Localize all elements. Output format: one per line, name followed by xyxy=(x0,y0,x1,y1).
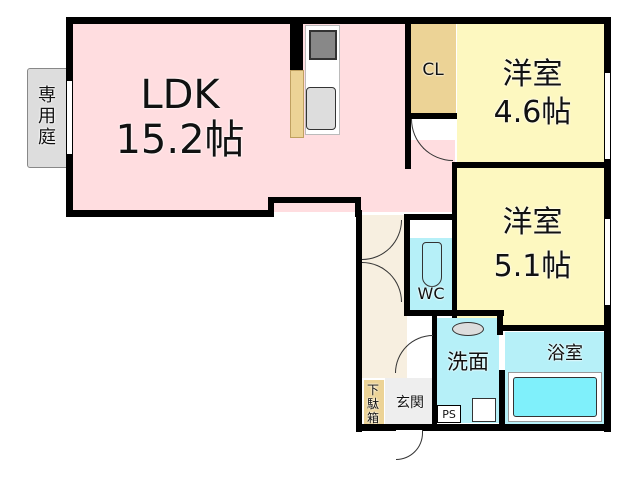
western-room-2-name: 洋室 xyxy=(502,205,563,240)
wall xyxy=(290,24,303,70)
wall xyxy=(268,197,274,217)
western-room-1-name: 洋室 xyxy=(502,57,563,92)
wall xyxy=(497,310,503,335)
window xyxy=(604,72,611,160)
private-garden xyxy=(27,68,69,168)
pipe-space xyxy=(437,405,461,423)
wall xyxy=(356,424,611,431)
window xyxy=(604,218,611,306)
garden-label: 専用庭 xyxy=(38,85,56,148)
bathroom-label: 浴室 xyxy=(547,343,583,364)
toilet-icon xyxy=(422,242,442,287)
wall xyxy=(432,310,437,430)
wall xyxy=(499,370,505,430)
ldk-size: 15.2帖 xyxy=(115,117,245,163)
wall xyxy=(268,197,360,203)
wall xyxy=(66,17,611,24)
window xyxy=(66,80,73,155)
washroom-label: 洗面 xyxy=(447,350,489,374)
wall xyxy=(452,162,607,168)
washing-machine-icon xyxy=(472,398,496,422)
ldk-room xyxy=(73,24,408,212)
shoe-box xyxy=(364,380,384,424)
bathtub-inner xyxy=(513,377,597,417)
wall xyxy=(356,210,362,432)
western-room-1 xyxy=(457,24,607,164)
shoe-box-label: 下駄箱 xyxy=(366,383,379,425)
western-room-2-size: 5.1帖 xyxy=(493,249,572,284)
closet-label: CL xyxy=(422,60,444,80)
stove-icon xyxy=(309,30,337,60)
wall xyxy=(452,168,457,318)
wall xyxy=(405,113,457,119)
entrance-door[interactable] xyxy=(396,430,423,460)
wall xyxy=(355,197,361,217)
entrance-label: 玄関 xyxy=(396,395,424,411)
closet xyxy=(411,24,456,115)
western-room-1-size: 4.6帖 xyxy=(493,95,572,130)
sink-icon xyxy=(306,87,336,130)
wall xyxy=(497,325,607,331)
wall xyxy=(404,214,456,220)
entrance xyxy=(385,378,433,424)
washbasin-icon xyxy=(452,322,484,336)
ldk-label: LDK xyxy=(140,72,220,118)
ps-label: PS xyxy=(442,408,456,421)
wall xyxy=(404,310,504,316)
wc-label: WC xyxy=(417,284,445,303)
wall xyxy=(405,24,411,169)
wall xyxy=(66,210,273,217)
kitchen-wall-panel xyxy=(290,70,304,138)
wall xyxy=(404,214,410,314)
western-room-2 xyxy=(457,168,607,326)
